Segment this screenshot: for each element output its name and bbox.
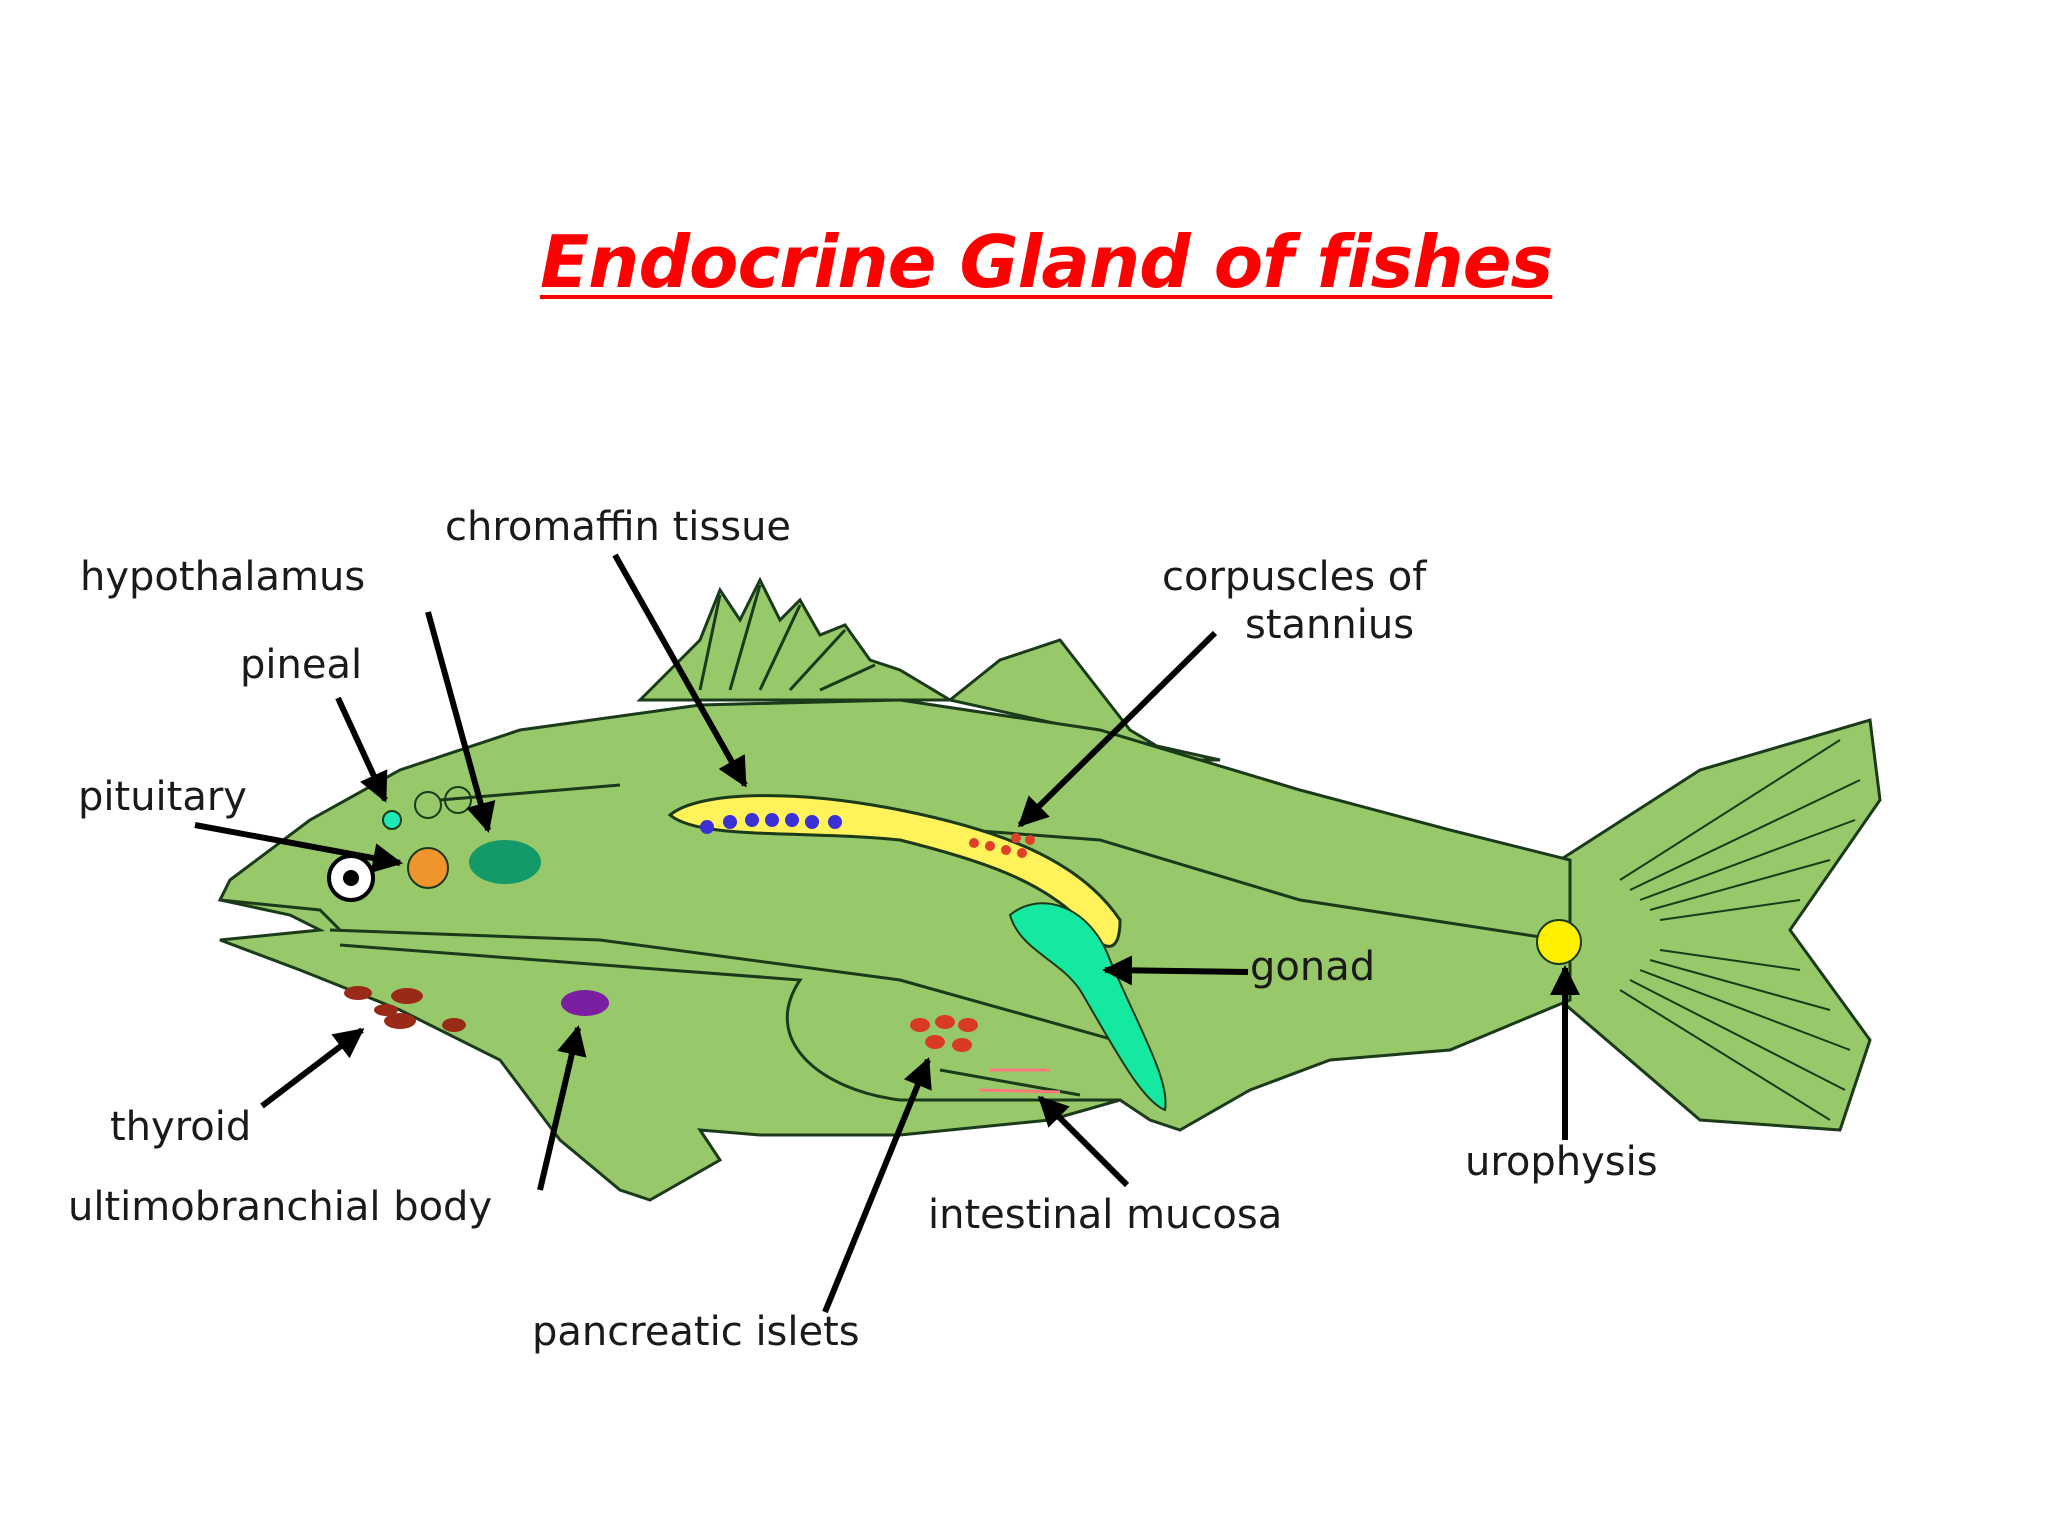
- chromaffin-dots: [700, 813, 842, 834]
- stannius-dots: [969, 833, 1035, 858]
- slide-title: Endocrine Gland of fishes: [540, 220, 1553, 304]
- label-corpuscles-line2: stannius: [1245, 602, 1414, 648]
- gut-line: [329, 928, 1151, 1052]
- label-ultimobranchial-body: ultimobranchial body: [68, 1184, 492, 1230]
- tail-rays: [1619, 739, 1861, 1121]
- fish-body: [217, 576, 1882, 1202]
- intestinal-mucosa-marks: [979, 1068, 1061, 1094]
- arrow-ultimobranchial: [537, 1025, 587, 1191]
- label-thyroid: thyroid: [110, 1104, 251, 1150]
- pointer-arrows: [194, 553, 1580, 1314]
- arrow-corpuscles: [1017, 630, 1218, 828]
- arrow-intestinal: [1037, 1095, 1130, 1188]
- pineal-gland: [382, 810, 402, 830]
- arrow-gonad: [1102, 955, 1249, 986]
- arrow-pituitary: [194, 822, 403, 873]
- arrow-pineal: [335, 696, 388, 803]
- arrow-pancreatic: [822, 1057, 932, 1314]
- kidney: [667, 794, 1122, 948]
- label-gonad: gonad: [1250, 944, 1375, 990]
- label-chromaffin-tissue: chromaffin tissue: [445, 504, 791, 550]
- dorsal-soft-fin: [946, 638, 1221, 762]
- pancreatic-dots: [910, 1015, 978, 1052]
- label-urophysis: urophysis: [1465, 1139, 1658, 1185]
- hypothalamus-gland: [469, 840, 541, 884]
- arrow-hypothalamus: [425, 611, 496, 833]
- arrow-thyroid: [260, 1027, 365, 1109]
- label-intestinal-mucosa: intestinal mucosa: [928, 1192, 1282, 1238]
- pituitary-gland: [407, 847, 449, 889]
- thyroid-dots: [344, 986, 466, 1032]
- ultimobranchial-gland: [561, 990, 609, 1016]
- label-pituitary: pituitary: [78, 774, 247, 820]
- eye: [327, 854, 375, 902]
- dorsal-fin-rays: [698, 584, 876, 692]
- caudal-fin: [1558, 718, 1882, 1132]
- gonad: [1008, 902, 1167, 1112]
- gut-loop: [339, 943, 1120, 1102]
- mouth-line: [219, 898, 342, 932]
- label-hypothalamus: hypothalamus: [80, 554, 365, 600]
- label-pineal: pineal: [240, 642, 362, 688]
- label-pancreatic-islets: pancreatic islets: [532, 1309, 860, 1355]
- label-corpuscles-line1: corpuscles of: [1162, 554, 1427, 600]
- pineal-vesicle-1: [414, 791, 442, 819]
- arrow-chromaffin: [612, 553, 748, 788]
- urophysis-gland: [1536, 919, 1582, 965]
